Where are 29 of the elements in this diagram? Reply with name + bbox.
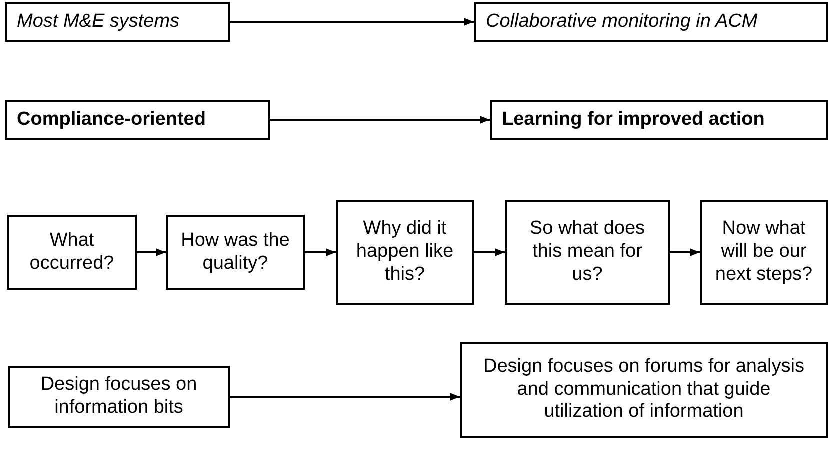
box-label: Why did it happen like this? <box>355 218 455 287</box>
arrow <box>230 18 474 26</box>
arrow <box>137 248 166 256</box>
process-box <box>460 342 828 438</box>
process-box <box>505 200 670 305</box>
arrow <box>305 248 336 256</box>
box-label: So what does this mean for us? <box>528 218 646 287</box>
box-label: What occurred? <box>28 230 116 276</box>
process-box <box>490 100 828 140</box>
box-label: Compliance-oriented <box>16 108 206 132</box>
process-box <box>700 200 828 305</box>
box-label: Most M&E systems <box>16 10 180 34</box>
process-box <box>8 366 230 428</box>
process-box <box>474 2 828 42</box>
box-label: Now what will be our next steps? <box>714 218 814 287</box>
arrow <box>474 248 505 256</box>
box-label: Learning for improved action <box>501 108 765 132</box>
arrow <box>270 116 490 124</box>
box-label: Design focuses on information bits <box>40 374 198 420</box>
box-label: Design focuses on forums for analysis and communication that guide utilization of information <box>482 356 806 424</box>
arrow <box>230 393 460 401</box>
box-label: Collaborative monitoring in ACM <box>485 10 758 34</box>
process-box <box>166 215 305 290</box>
process-box <box>336 200 474 305</box>
arrow <box>670 248 700 256</box>
box-label: How was the quality? <box>180 230 291 276</box>
process-box <box>7 215 137 290</box>
process-box <box>5 2 230 42</box>
process-box <box>5 100 270 140</box>
